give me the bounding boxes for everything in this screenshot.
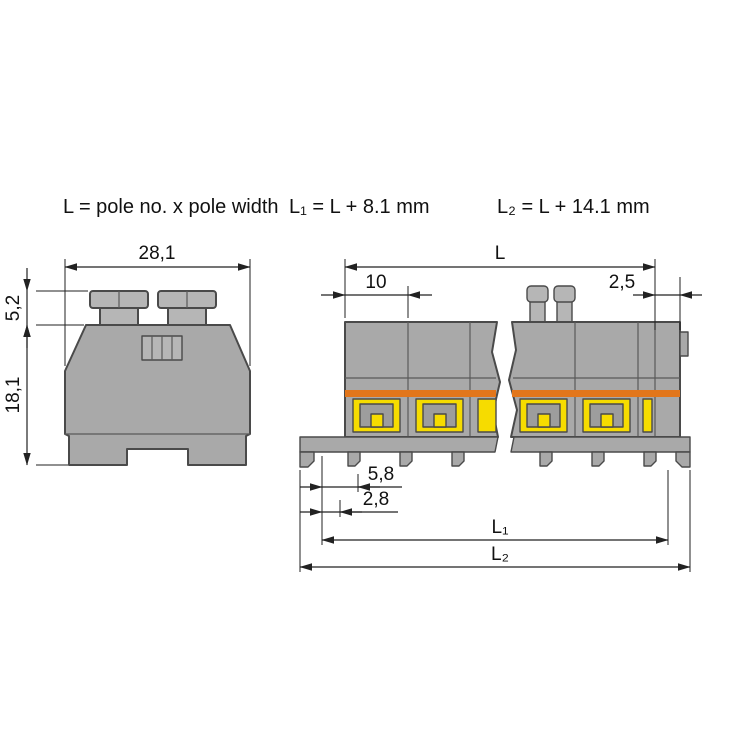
front-view: L 10 2,5: [299, 243, 702, 572]
formula-line: L = pole no. x pole width L₁ = L + 8.1 m…: [63, 196, 650, 218]
dim-width-28-1: 28,1: [64, 243, 251, 366]
foot-tab: [539, 451, 553, 467]
dim-label-5-2: 5,2: [3, 295, 24, 321]
push-button-stem: [556, 299, 573, 325]
dim-label-28-1: 28,1: [139, 243, 176, 264]
dim-lever-5-2: 5,2: [3, 268, 88, 348]
dim-L1: L₁: [321, 517, 669, 544]
foot-hook: [299, 451, 315, 468]
formula-l1: L₁ = L + 8.1 mm: [289, 196, 430, 218]
clamp-slots: [370, 413, 614, 428]
clamp-slot: [600, 413, 614, 428]
side-view-levers: [89, 290, 217, 327]
clamp-slot: [370, 413, 384, 428]
flange-left: [299, 436, 499, 453]
mounting-flange: [299, 436, 691, 468]
orange-band: [512, 390, 680, 397]
formula-pole-width: L = pole no. x pole width: [63, 196, 279, 218]
foot-hook: [675, 451, 691, 468]
terminal-cell-partial: [642, 398, 653, 433]
push-button-cap: [526, 285, 549, 303]
dim-label-L2: L₂: [491, 544, 509, 565]
push-button-cap: [553, 285, 576, 303]
dim-endplate-2-5: 2,5: [609, 272, 702, 330]
dim-foot-5-8: 5,8: [300, 464, 402, 491]
flange-right: [510, 436, 691, 453]
terminal-cell-partial: [477, 398, 497, 433]
dim-label-L1: L₁: [492, 517, 509, 538]
foot-tab: [591, 451, 605, 467]
formula-l2: L₂ = L + 14.1 mm: [497, 196, 650, 218]
dim-L2: L₂: [299, 544, 691, 571]
foot-tab: [399, 451, 413, 467]
clamp-slot: [537, 413, 551, 428]
dim-label-18-1: 18,1: [3, 377, 24, 414]
front-view-push-buttons: [526, 285, 576, 325]
side-view-body-outline: [64, 324, 251, 466]
foot-tab: [643, 451, 657, 467]
side-view-housing: [64, 324, 251, 466]
end-clip: [679, 331, 689, 357]
clamp-slot: [433, 413, 447, 428]
orange-band: [345, 390, 496, 397]
side-view: 28,1 5,2 18,1: [3, 243, 251, 466]
dim-label-2-5: 2,5: [609, 272, 635, 293]
foot-tab: [451, 451, 465, 467]
side-view-marker-slots: [141, 335, 183, 361]
foot-tab: [347, 451, 361, 467]
dim-label-10: 10: [365, 272, 386, 293]
push-button-stem: [529, 299, 546, 325]
orange-strip: [345, 390, 680, 397]
dim-body-18-1: 18,1: [3, 324, 68, 466]
dim-label-L: L: [495, 243, 506, 264]
dim-pole-10: 10: [321, 272, 432, 318]
dim-foot-2-8: 2,8: [300, 489, 398, 516]
dim-label-2-8: 2,8: [363, 489, 389, 510]
dim-label-5-8: 5,8: [368, 464, 394, 485]
